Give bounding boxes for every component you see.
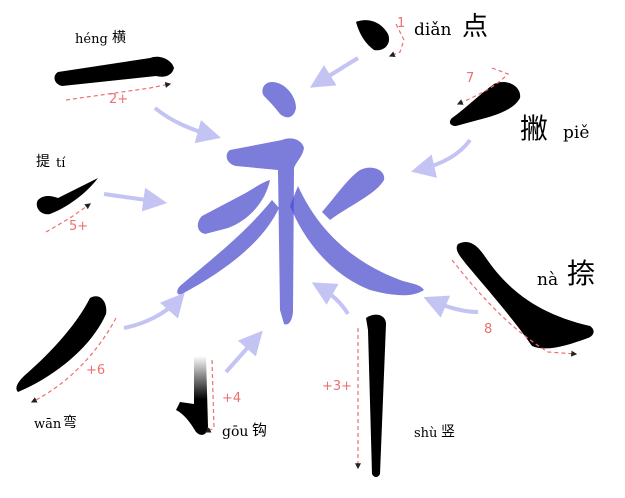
- stroke-shu: [366, 314, 386, 477]
- label-pie-hanzi: 撇: [520, 112, 549, 145]
- arrow-heng: [153, 106, 221, 144]
- guide-dian: [388, 23, 405, 58]
- label-dian-pinyin: diǎn: [414, 20, 452, 40]
- guide-gou: [204, 359, 215, 433]
- order-gou: +4: [222, 391, 242, 406]
- label-na-pinyin: nà: [537, 270, 559, 290]
- label-heng-pinyin: héng: [75, 32, 108, 47]
- order-wan: +6: [86, 363, 106, 378]
- guide-heng: [65, 81, 172, 101]
- order-shu: +3+: [322, 379, 353, 394]
- stroke-pie: [449, 81, 521, 126]
- order-na: 8: [484, 322, 493, 337]
- arrow-wan: [123, 292, 185, 330]
- arrow-na: [423, 295, 479, 318]
- label-wan-pinyin: wān: [34, 417, 62, 432]
- label-ti-first: 提: [36, 154, 50, 170]
- arrow-ti: [103, 187, 168, 212]
- label-shu-hanzi: 竖: [441, 424, 455, 440]
- label-ti-second: tí: [56, 156, 66, 171]
- guide-ti: [45, 203, 91, 233]
- yong-hook-stroke: [226, 138, 304, 325]
- label-gou-pinyin: gōu: [222, 424, 249, 440]
- stroke-ti: [36, 178, 98, 215]
- label-na-hanzi: 捺: [567, 257, 596, 290]
- label-shu-pinyin: shù: [414, 426, 438, 441]
- yong-dot: [262, 82, 296, 118]
- guide-wan: [30, 317, 117, 403]
- order-pie: 7: [466, 71, 475, 86]
- guide-pie: [456, 67, 510, 105]
- label-wan-hanzi: 弯: [63, 415, 77, 431]
- stroke-heng: [54, 56, 174, 86]
- yong-right-strokes: [290, 167, 424, 296]
- yong-character: [177, 82, 424, 325]
- order-dian: 1: [397, 16, 406, 31]
- mapping-arrows: [103, 56, 479, 374]
- label-pie-pinyin: piě: [563, 123, 590, 143]
- label-heng-hanzi: 横: [112, 30, 126, 46]
- order-ti: 5+: [69, 219, 89, 234]
- stroke-shapes: [16, 20, 594, 477]
- arrow-gou: [224, 330, 263, 374]
- yong-left-strokes: [177, 180, 279, 295]
- label-gou-hanzi: 钩: [252, 421, 268, 439]
- stroke-na: [456, 241, 594, 349]
- arrow-pie: [410, 138, 472, 178]
- arrow-dian: [309, 56, 360, 88]
- arrow-shu: [311, 282, 350, 316]
- stroke-gou: [176, 356, 208, 435]
- guide-na: [451, 259, 578, 357]
- direction-guides: [30, 23, 578, 470]
- stroke-wan: [16, 296, 107, 392]
- label-dian-hanzi: 点: [462, 12, 489, 42]
- order-heng: 2+: [109, 92, 129, 107]
- stroke-dian: [356, 20, 390, 51]
